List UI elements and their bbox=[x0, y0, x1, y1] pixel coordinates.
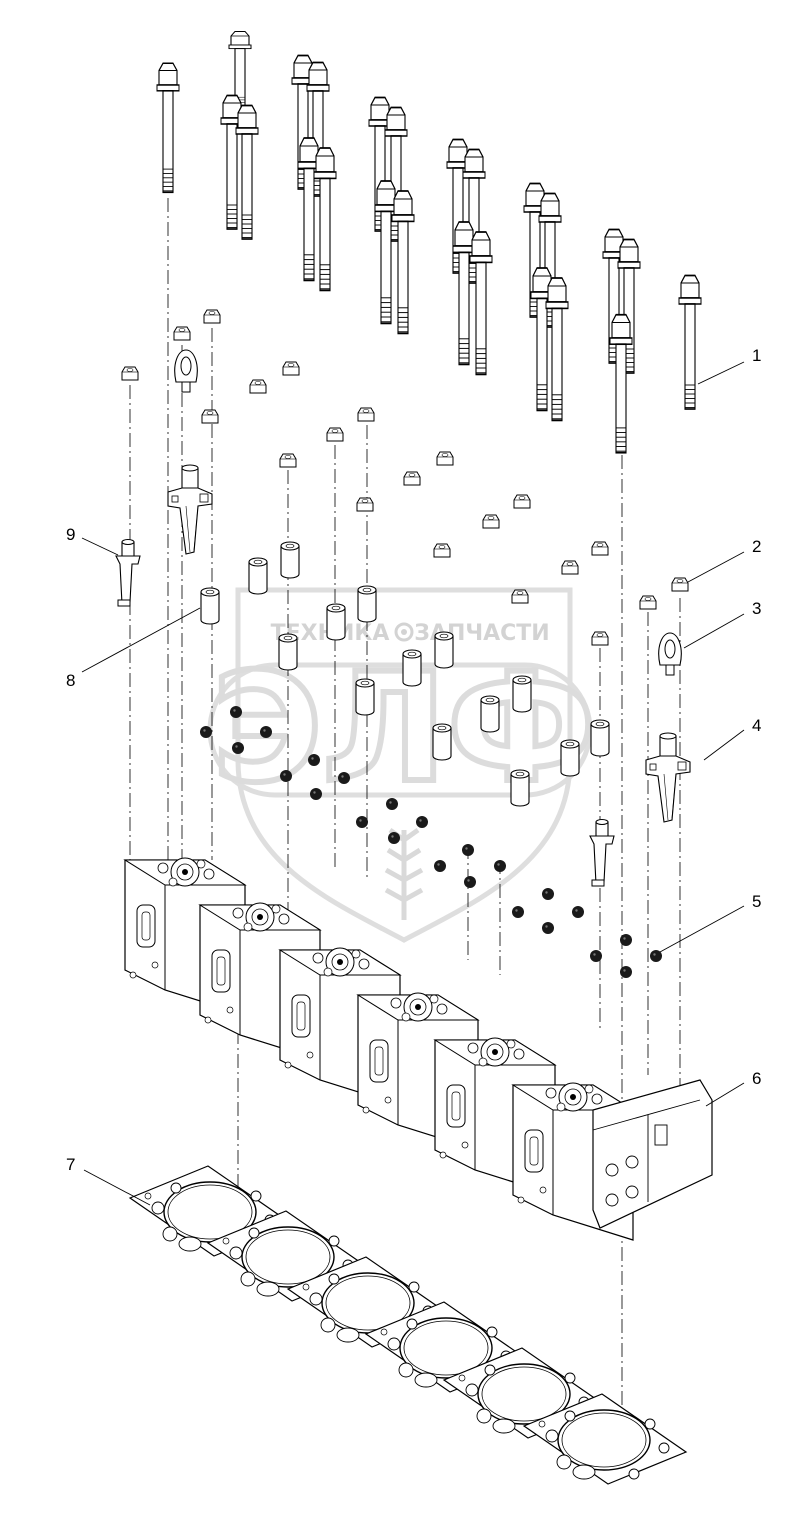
wheat-ear-icon bbox=[384, 827, 424, 920]
watermark: ЭЛФ ТЕХНИКА ЗАПЧАСТИ bbox=[207, 587, 599, 943]
callout-5: 5 bbox=[752, 892, 761, 911]
callout-9: 9 bbox=[66, 525, 75, 544]
callout-4: 4 bbox=[752, 716, 761, 735]
cylinder-heads bbox=[124, 857, 713, 1241]
callout-8: 8 bbox=[66, 671, 75, 690]
callout-7: 7 bbox=[66, 1155, 75, 1174]
callout-2: 2 bbox=[752, 537, 761, 556]
callout-3: 3 bbox=[752, 599, 761, 618]
gear-icon bbox=[394, 622, 414, 642]
callout-6: 6 bbox=[752, 1069, 761, 1088]
cylinder-head-bolts bbox=[156, 30, 702, 454]
leader-lines bbox=[81, 361, 745, 1206]
callout-1: 1 bbox=[752, 346, 761, 365]
callout-labels: 1 2 3 4 5 6 7 8 9 bbox=[66, 346, 761, 1174]
